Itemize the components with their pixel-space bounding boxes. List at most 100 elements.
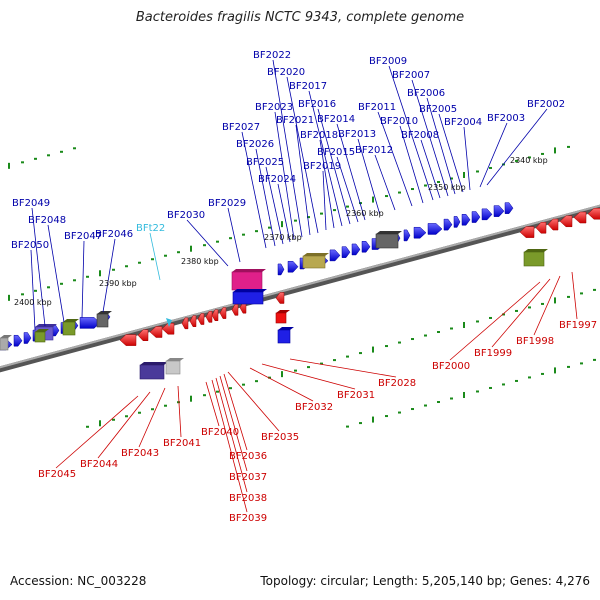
tick-mark: [346, 205, 349, 208]
leader-line: [491, 278, 551, 348]
reverse-gene-label: BF2028: [378, 378, 416, 389]
tick-mark: [190, 395, 192, 402]
forward-gene-label: BF2010: [380, 116, 418, 127]
blue-block: [232, 291, 264, 305]
tick-mark: [307, 366, 310, 369]
tick-mark: [99, 420, 101, 427]
magenta-block-top: [232, 269, 266, 272]
leader-line: [374, 154, 396, 211]
forward-gene-arrow: [277, 263, 285, 276]
reverse-gene-label: BF2031: [337, 390, 375, 401]
tick-mark: [541, 372, 544, 375]
tick-mark: [476, 170, 479, 173]
leader-line: [102, 238, 116, 313]
purple-block-top: [35, 324, 57, 327]
forward-gene-label: BF2049: [12, 198, 50, 209]
tick-mark: [177, 251, 180, 254]
kbp-label: 2350 kbp: [428, 183, 466, 192]
leader-line: [571, 271, 578, 320]
tick-mark: [86, 425, 89, 428]
reverse-gene-label: BF2040: [201, 427, 239, 438]
forward-gene-arrow: [461, 214, 471, 226]
tick-mark: [34, 289, 37, 292]
leader-line: [249, 367, 314, 402]
leader-line: [55, 395, 139, 469]
leader-line: [47, 224, 65, 323]
forward-gene-arrow: [23, 332, 32, 344]
leader-line: [138, 387, 166, 448]
tick-mark: [294, 219, 297, 222]
trna-label: BFt22: [136, 223, 165, 234]
tick-mark: [138, 261, 141, 264]
leader-line: [30, 249, 36, 331]
leader-line: [289, 358, 397, 378]
reverse-gene-arrow: [559, 215, 573, 228]
leader-line: [211, 379, 248, 513]
reverse-gene-arrow: [197, 313, 205, 325]
tick-mark: [411, 338, 414, 341]
tick-mark: [424, 334, 427, 337]
forward-gene-label: BF2025: [246, 157, 284, 168]
reverse-gene-label: BF2035: [261, 432, 299, 443]
forward-gene-label: BF2046: [95, 229, 133, 240]
forward-gene-arrow: [287, 260, 299, 273]
leader-line: [177, 385, 182, 438]
forward-gene-label: BF2002: [527, 99, 565, 110]
tick-mark: [372, 416, 374, 423]
tick-mark: [125, 265, 128, 268]
forward-gene-label: BF2024: [258, 174, 296, 185]
tick-mark: [437, 401, 440, 404]
forward-gene-label: BF2029: [208, 198, 246, 209]
forward-gene-label: BF2014: [317, 114, 355, 125]
forward-gene-label: BF2026: [236, 139, 274, 150]
forward-gene-label: BF2015: [317, 147, 355, 158]
forward-gene-label: BF2004: [444, 117, 482, 128]
forward-gene-arrow: [504, 202, 514, 214]
reverse-gene-label: BF2037: [229, 472, 267, 483]
tick-mark: [385, 415, 388, 418]
forward-gene-label: BF2047: [64, 231, 102, 242]
tick-mark: [229, 237, 232, 240]
label-leader-lines: [30, 59, 578, 513]
tick-mark: [567, 145, 570, 148]
blue-block: [277, 329, 291, 344]
reverse-gene-arrow: [205, 311, 213, 323]
tick-mark: [255, 380, 258, 383]
tick-mark: [359, 202, 362, 205]
tick-mark: [502, 383, 505, 386]
tick-mark: [411, 188, 414, 191]
leader-line: [317, 108, 351, 225]
tick-mark: [177, 401, 180, 404]
leader-line: [223, 373, 248, 451]
reverse-gene-label: BF1998: [516, 336, 554, 347]
reverse-gene-label: BF2045: [38, 469, 76, 480]
forward-gene-label: BF2023: [255, 102, 293, 113]
tick-mark: [151, 258, 154, 261]
gray-block: [96, 313, 109, 328]
leader-line: [255, 148, 276, 247]
tick-mark: [489, 316, 492, 319]
tick-mark: [398, 191, 401, 194]
forward-gene-label: BF2009: [369, 56, 407, 67]
leader-line: [486, 108, 548, 186]
tick-marks: [8, 145, 596, 428]
reverse-gene-arrow: [181, 317, 189, 330]
leader-line: [265, 166, 284, 245]
khaki-block-top: [303, 253, 329, 256]
leader-line: [411, 79, 449, 197]
tick-mark: [359, 422, 362, 425]
tick-mark: [450, 397, 453, 400]
tick-mark: [463, 391, 465, 398]
reverse-gene-arrow: [573, 211, 587, 224]
leader-line: [272, 59, 303, 238]
tick-mark: [138, 411, 141, 414]
forward-gene-arrow: [351, 243, 361, 256]
gray-block: [165, 360, 181, 375]
reverse-gene-arrow: [231, 304, 239, 316]
tick-mark: [60, 150, 63, 153]
tick-mark: [8, 294, 10, 301]
reverse-gene-arrow: [219, 307, 227, 319]
tick-mark: [216, 390, 219, 393]
tick-mark: [554, 147, 556, 154]
